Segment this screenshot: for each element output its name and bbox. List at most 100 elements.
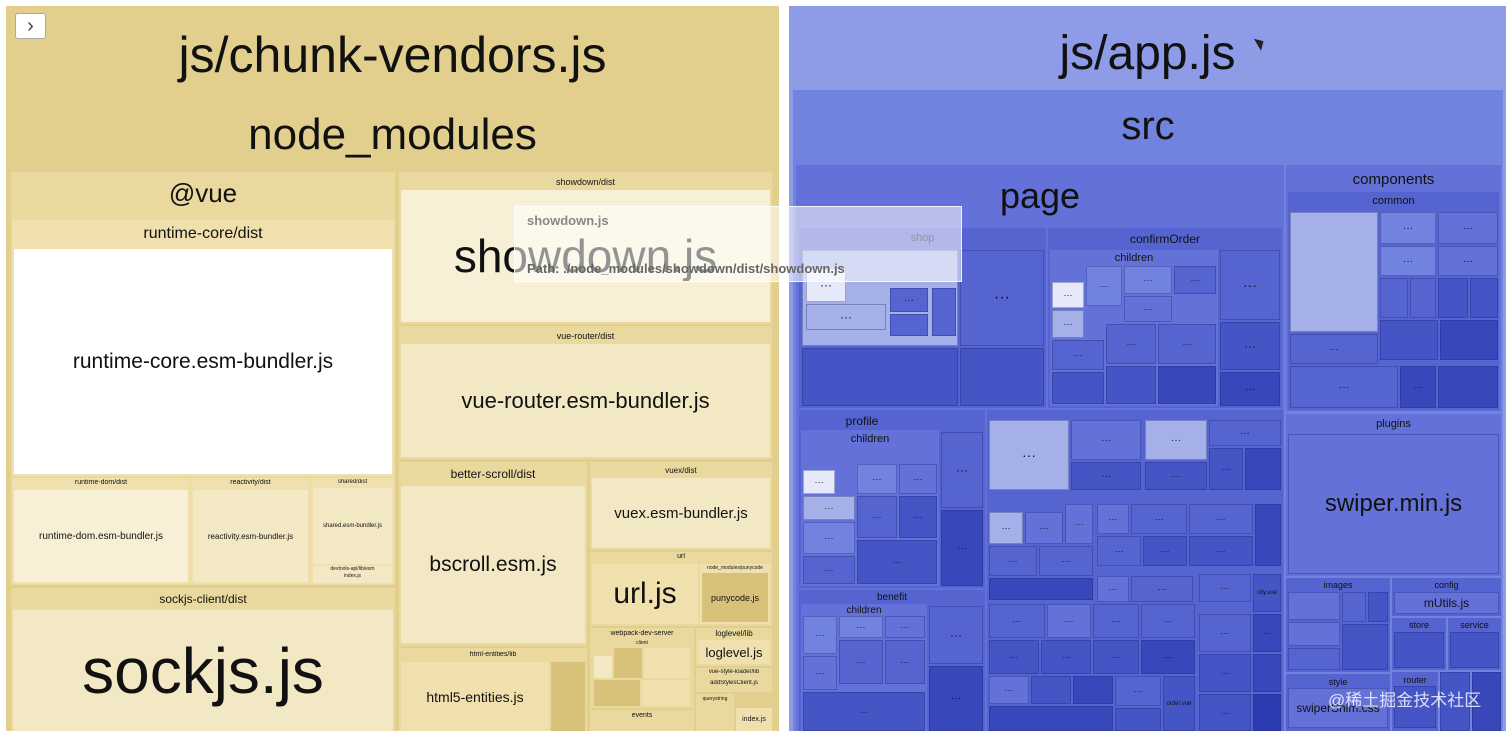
shop-cell-6[interactable] [802, 348, 958, 406]
mid-cell-44[interactable] [1253, 694, 1281, 731]
profile-cell-3[interactable]: ··· [803, 556, 855, 584]
shop-cell-4[interactable] [890, 314, 928, 336]
common-cell-4[interactable]: ··· [1438, 212, 1498, 244]
common-cell-2[interactable]: ··· [1290, 334, 1378, 364]
profile-cell-5[interactable]: ··· [899, 464, 937, 494]
mid-cell-17[interactable]: ··· [1097, 536, 1141, 566]
confirm-cell-11[interactable] [1158, 366, 1216, 404]
html-entities-other[interactable] [551, 662, 585, 731]
benefit-cell-4[interactable]: ··· [803, 656, 837, 690]
images-cell-5[interactable] [1368, 592, 1388, 622]
mid-cell-19[interactable]: ··· [1189, 504, 1253, 534]
mid-cell-20[interactable]: ··· [1189, 536, 1253, 566]
mid-cell-26[interactable]: ··· [1047, 604, 1091, 638]
shop-cell-3[interactable]: ··· [890, 288, 928, 312]
mid-cell-27[interactable]: ··· [989, 640, 1039, 674]
benefit-cell-3[interactable]: ··· [885, 616, 925, 638]
order-vue-cell[interactable]: order.vue [1163, 676, 1195, 731]
webpack-client-e[interactable] [642, 680, 690, 706]
mid-cell-42[interactable] [1253, 654, 1281, 692]
webpack-client-c[interactable] [644, 648, 690, 678]
expand-sidebar-button[interactable]: › [15, 13, 46, 39]
confirm-cell-4[interactable]: ··· [1174, 266, 1216, 294]
confirm-cell-5[interactable]: ··· [1124, 296, 1172, 322]
mid-cell-5[interactable]: ··· [1145, 462, 1207, 490]
common-cell-11[interactable] [1380, 320, 1438, 360]
images-cell-2[interactable] [1288, 622, 1340, 646]
vue-style-loader-dir[interactable]: vue-style-loader/lib addStylesClient.js [696, 668, 772, 692]
common-cell-10[interactable] [1470, 278, 1498, 318]
mutils-file[interactable]: mUtils.js [1394, 592, 1499, 614]
service-cell-1[interactable] [1450, 632, 1499, 668]
runtime-dom-file[interactable]: runtime-dom.esm-bundler.js [14, 490, 188, 582]
images-cell-3[interactable] [1288, 648, 1340, 670]
webpack-client-a[interactable] [594, 656, 612, 678]
profile-highlight[interactable]: ··· [803, 470, 835, 494]
mid-cell-13[interactable]: ··· [1039, 546, 1093, 576]
confirm-cell-12[interactable]: ··· [1220, 250, 1280, 320]
mid-cell-41[interactable]: ··· [1199, 654, 1251, 692]
confirm-cell-9[interactable] [1106, 366, 1156, 404]
mid-cell-9[interactable]: ··· [989, 512, 1023, 544]
mid-cell-2[interactable]: ··· [1071, 420, 1141, 460]
webpack-client-b[interactable] [614, 648, 642, 678]
router-cell-1[interactable] [1394, 686, 1436, 728]
city-vue-cell[interactable]: city.vue [1253, 574, 1281, 612]
mid-cell-12[interactable]: ··· [989, 546, 1037, 576]
benefit-cell-2[interactable]: ··· [839, 616, 883, 638]
mid-cell-11[interactable]: ··· [1065, 504, 1093, 544]
mid-cell-1[interactable]: ··· [989, 420, 1069, 490]
mid-cell-16[interactable]: ··· [1131, 504, 1187, 534]
confirm-highlight[interactable]: ··· [1052, 282, 1084, 308]
confirm-cell-8[interactable]: ··· [1106, 324, 1156, 364]
common-cell-3[interactable]: ··· [1380, 212, 1436, 244]
mid-cell-34[interactable]: ··· [1253, 614, 1281, 652]
vue-router-file[interactable]: vue-router.esm-bundler.js [401, 344, 770, 457]
profile-cell-10[interactable]: ··· [941, 510, 983, 586]
benefit-cell-8[interactable]: ··· [929, 606, 983, 664]
index-js-file[interactable]: index.js [736, 708, 772, 731]
confirm-cell-14[interactable]: ··· [1220, 372, 1280, 406]
runtime-core-file[interactable]: runtime-core.esm-bundler.js [14, 249, 392, 474]
shop-cell-7[interactable]: ··· [960, 250, 1044, 346]
mid-cell-43[interactable]: ··· [1199, 694, 1251, 731]
confirm-cell-2[interactable]: ··· [1086, 266, 1122, 306]
profile-cell-9[interactable]: ··· [941, 432, 983, 508]
mid-cell-36[interactable] [1031, 676, 1071, 704]
benefit-cell-9[interactable]: ··· [929, 666, 983, 731]
mid-cell-10[interactable]: ··· [1025, 512, 1063, 544]
mid-cell-37[interactable] [1073, 676, 1113, 704]
swiper-css-file[interactable]: swiperShim.css [1288, 688, 1388, 728]
common-cell-12[interactable] [1440, 320, 1498, 360]
vuex-file[interactable]: vuex.esm-bundler.js [592, 478, 770, 548]
mid-cell-8[interactable] [1245, 448, 1281, 490]
swiper-file[interactable]: swiper.min.js [1288, 434, 1499, 574]
mid-cell-28[interactable]: ··· [1041, 640, 1091, 674]
common-cell-5[interactable]: ··· [1380, 246, 1436, 276]
mid-cell-14[interactable] [989, 578, 1093, 600]
shared-file[interactable]: shared.esm-bundler.js [313, 488, 392, 564]
mid-cell-21[interactable] [1255, 504, 1281, 566]
images-cell-1[interactable] [1288, 592, 1340, 620]
profile-cell-4[interactable]: ··· [857, 464, 897, 494]
confirm-cell-1[interactable]: ··· [1052, 310, 1084, 338]
mid-cell-15[interactable]: ··· [1097, 504, 1129, 534]
benefit-cell-5[interactable]: ··· [839, 640, 883, 684]
mid-cell-22[interactable]: ··· [1097, 576, 1129, 602]
bscroll-file[interactable]: bscroll.esm.js [401, 486, 585, 643]
images-cell-4[interactable] [1342, 592, 1366, 622]
punycode-file[interactable]: punycode.js [702, 573, 768, 622]
mid-cell-31[interactable]: ··· [1093, 640, 1139, 674]
mid-cell-30[interactable]: ··· [1141, 604, 1195, 638]
confirm-cell-3[interactable]: ··· [1124, 266, 1172, 294]
benefit-cell-6[interactable]: ··· [885, 640, 925, 684]
misc-cell-2[interactable] [1472, 672, 1501, 731]
shop-cell-2[interactable]: ··· [806, 304, 886, 330]
mid-cell-4[interactable]: ··· [1145, 420, 1207, 460]
mid-cell-24[interactable]: ··· [1199, 574, 1251, 602]
shop-cell-5[interactable] [932, 288, 956, 336]
profile-cell-7[interactable]: ··· [899, 496, 937, 538]
store-cell-1[interactable] [1394, 632, 1444, 668]
mid-cell-3[interactable]: ··· [1071, 462, 1141, 490]
mid-cell-23[interactable]: ··· [1131, 576, 1193, 602]
